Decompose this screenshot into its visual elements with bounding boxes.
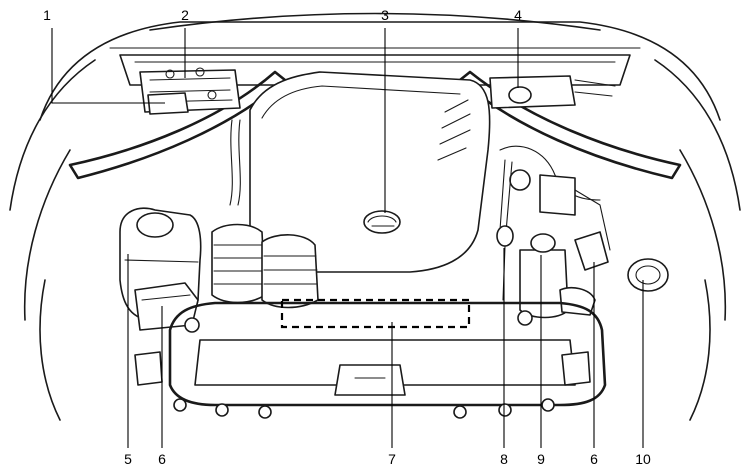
- radiator-cap: [627, 258, 669, 292]
- label-location-dashed: [280, 298, 471, 329]
- radiator-core-support: [134, 301, 607, 419]
- callout-3: 3: [381, 7, 389, 23]
- callout-labels: 1 2 3 4 5 6 7 8 9 6 10: [43, 7, 651, 467]
- callout-5: 5: [124, 451, 132, 467]
- callout-8: 8: [500, 451, 508, 467]
- callout-6-left: 6: [158, 451, 166, 467]
- engine-cover: [249, 71, 491, 273]
- oil-dipstick: [496, 225, 514, 301]
- callout-7: 7: [388, 451, 396, 467]
- callout-4: 4: [514, 7, 522, 23]
- right-side-components: [499, 145, 611, 251]
- callout-10: 10: [635, 451, 651, 467]
- callout-2: 2: [181, 7, 189, 23]
- callout-6-right: 6: [590, 451, 598, 467]
- callout-1: 1: [43, 7, 51, 23]
- brake-fluid-reservoir: [489, 75, 616, 109]
- leader-lines: [51, 28, 644, 448]
- cowl-panel: [119, 54, 631, 86]
- relay-box: [139, 67, 241, 115]
- callout-9: 9: [537, 451, 545, 467]
- vehicle-body-outline: [9, 12, 741, 421]
- air-intake-duct: [211, 119, 319, 309]
- window-washer-cap: [134, 282, 199, 331]
